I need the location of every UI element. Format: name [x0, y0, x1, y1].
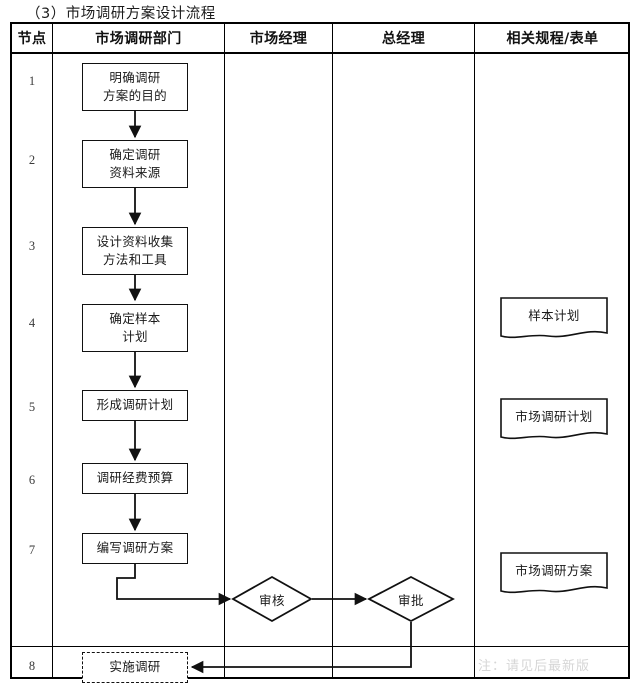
document-doc3[interactable]: 市场调研方案 [500, 552, 608, 597]
flow-step-line: 形成调研计划 [96, 397, 174, 413]
header-bottom-rule [12, 52, 628, 54]
node-number-7: 7 [28, 543, 36, 557]
flow-step-line: 确定调研 [109, 146, 161, 162]
node-number-2: 2 [28, 153, 36, 167]
flow-step-line: 确定样本 [109, 310, 161, 326]
decision-d1[interactable]: 审核 [231, 575, 313, 623]
flow-step-line: 实施调研 [109, 659, 161, 675]
flow-step-line: 计划 [122, 329, 148, 344]
node-number-4: 4 [28, 316, 36, 330]
flow-step-line: 编写调研方案 [96, 540, 174, 556]
header-cell-gm: 总经理 [381, 31, 426, 47]
flow-step-line: 资料来源 [109, 165, 161, 180]
decision-d2[interactable]: 审批 [367, 575, 455, 623]
column-divider-4 [474, 24, 475, 677]
flow-step-s1[interactable]: 明确调研 方案的目的 [82, 63, 188, 111]
decision-label: 审批 [397, 592, 424, 608]
flow-step-line: 方法和工具 [102, 252, 167, 267]
flowchart-table: 节点 市场调研部门 市场经理 总经理 相关规程/表单 1 2 3 4 5 6 7… [10, 22, 630, 679]
header-cell-dept: 市场调研部门 [95, 31, 182, 47]
column-divider-2 [224, 24, 225, 677]
document-doc1[interactable]: 样本计划 [500, 297, 608, 342]
page-title: （3）市场调研方案设计流程 [26, 6, 216, 22]
flow-step-line: 明确调研 [109, 69, 161, 85]
flow-step-s5[interactable]: 形成调研计划 [82, 390, 188, 421]
flow-step-line: 调研经费预算 [96, 470, 174, 486]
flow-step-s6[interactable]: 调研经费预算 [82, 463, 188, 494]
document-label: 市场调研方案 [515, 563, 593, 578]
row-divider-node8 [12, 646, 628, 647]
node-number-3: 3 [28, 239, 36, 253]
flow-step-s2[interactable]: 确定调研 资料来源 [82, 140, 188, 188]
flow-step-s4[interactable]: 确定样本 计划 [82, 304, 188, 352]
flow-step-line: 方案的目的 [102, 88, 167, 103]
header-cell-node: 节点 [17, 31, 47, 47]
flow-step-line: 设计资料收集 [96, 233, 174, 249]
header-cell-mgr: 市场经理 [249, 31, 308, 47]
node-number-1: 1 [28, 74, 36, 88]
node-number-5: 5 [28, 400, 36, 414]
flow-step-s8[interactable]: 实施调研 [82, 652, 188, 683]
node-number-6: 6 [28, 473, 36, 487]
flow-step-s3[interactable]: 设计资料收集 方法和工具 [82, 227, 188, 275]
decision-label: 审核 [258, 592, 285, 608]
column-divider-3 [332, 24, 333, 677]
column-divider-1 [52, 24, 53, 677]
flow-step-s7[interactable]: 编写调研方案 [82, 533, 188, 564]
document-label: 市场调研计划 [515, 409, 593, 424]
header-cell-docs: 相关规程/表单 [506, 31, 599, 47]
watermark: 注：请见后最新版 [478, 659, 591, 674]
document-label: 样本计划 [528, 308, 580, 323]
document-doc2[interactable]: 市场调研计划 [500, 398, 608, 443]
node-number-8: 8 [28, 659, 36, 673]
